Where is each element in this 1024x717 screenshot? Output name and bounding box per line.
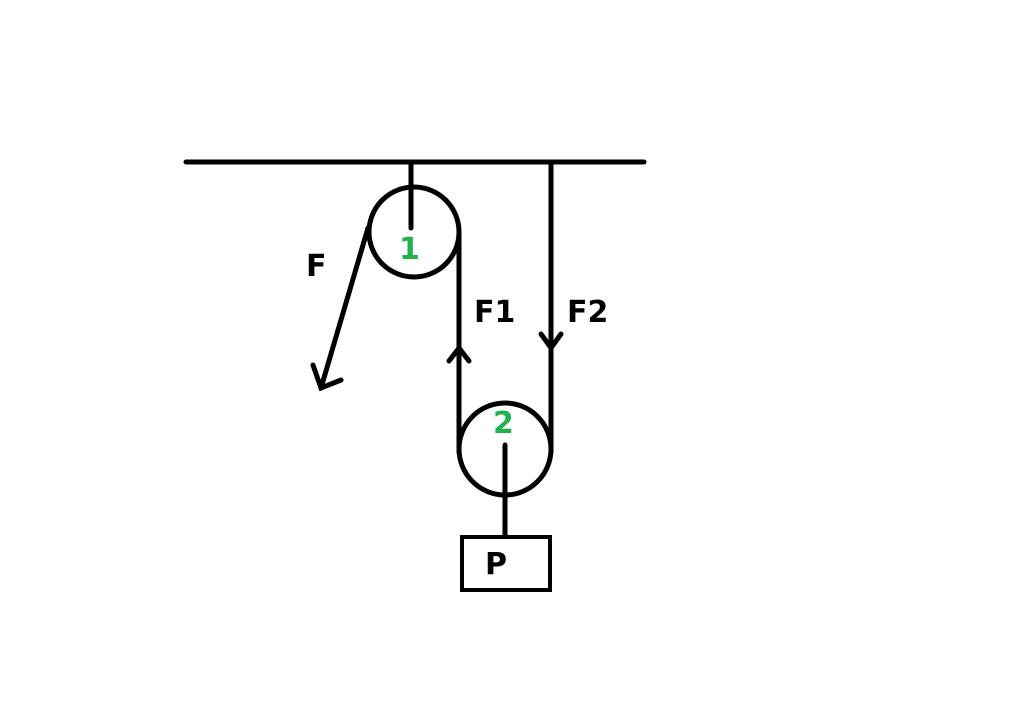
pulley-1-label: 1 [399,232,420,267]
rope-applied-force [318,225,371,391]
load-label: P [485,547,507,582]
pulley-2-label: 2 [493,406,514,441]
arrowhead-f1 [446,343,472,364]
label-applied-force: F [306,249,327,284]
arrowhead-f2 [538,331,564,353]
load-box [460,535,552,592]
arrowhead-applied-force [310,362,344,392]
label-f2: F2 [567,295,608,330]
label-f1: F1 [474,295,515,330]
